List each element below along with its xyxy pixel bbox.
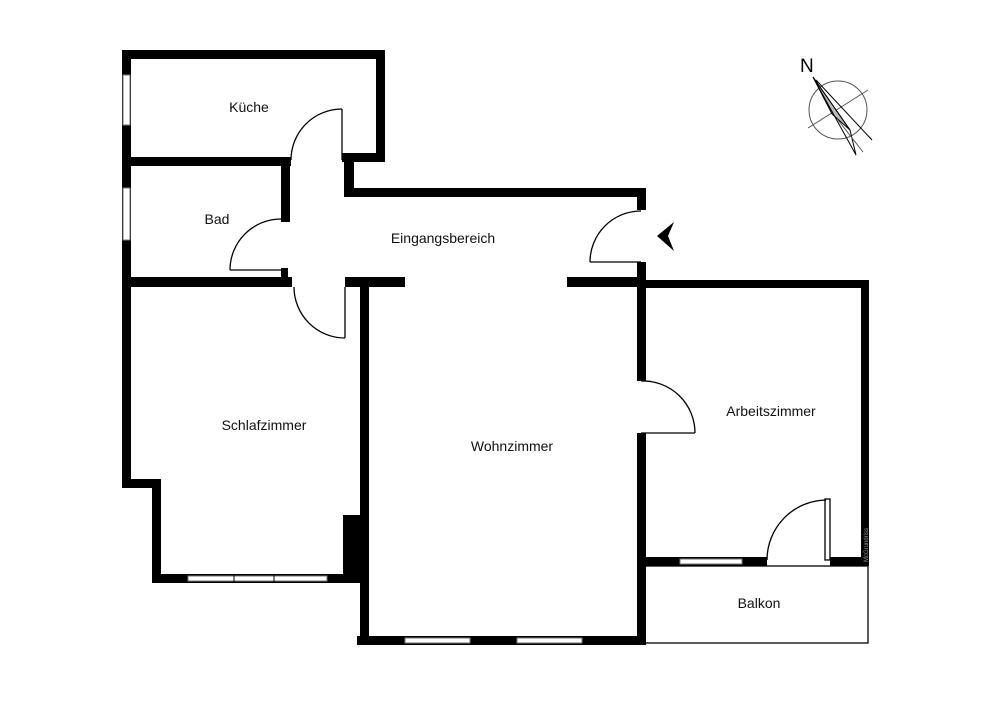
door-entrance bbox=[589, 210, 642, 263]
walls bbox=[122, 50, 869, 645]
door-bad bbox=[229, 218, 282, 271]
door-kueche bbox=[290, 108, 343, 161]
room-label-eingang: Eingangsbereich bbox=[391, 230, 495, 246]
entrance-arrow-icon bbox=[657, 222, 674, 251]
door-arbeitszimmer bbox=[640, 380, 696, 434]
room-labels: Küche Bad Eingangsbereich Schlafzimmer W… bbox=[205, 99, 817, 611]
room-label-arbeitszimmer: Arbeitszimmer bbox=[726, 403, 816, 419]
watermark: McGrundriss bbox=[864, 528, 870, 562]
room-label-kueche: Küche bbox=[229, 99, 269, 115]
doors bbox=[229, 108, 831, 561]
door-balkon bbox=[766, 498, 831, 561]
compass-north-label: N bbox=[800, 56, 814, 77]
door-schlafzimmer bbox=[293, 286, 346, 339]
room-label-wohnzimmer: Wohnzimmer bbox=[471, 438, 554, 454]
room-label-balkon: Balkon bbox=[738, 595, 781, 611]
room-label-schlafzimmer: Schlafzimmer bbox=[222, 417, 307, 433]
compass-icon: N bbox=[800, 56, 873, 156]
room-label-bad: Bad bbox=[205, 211, 230, 227]
windows bbox=[122, 74, 743, 644]
